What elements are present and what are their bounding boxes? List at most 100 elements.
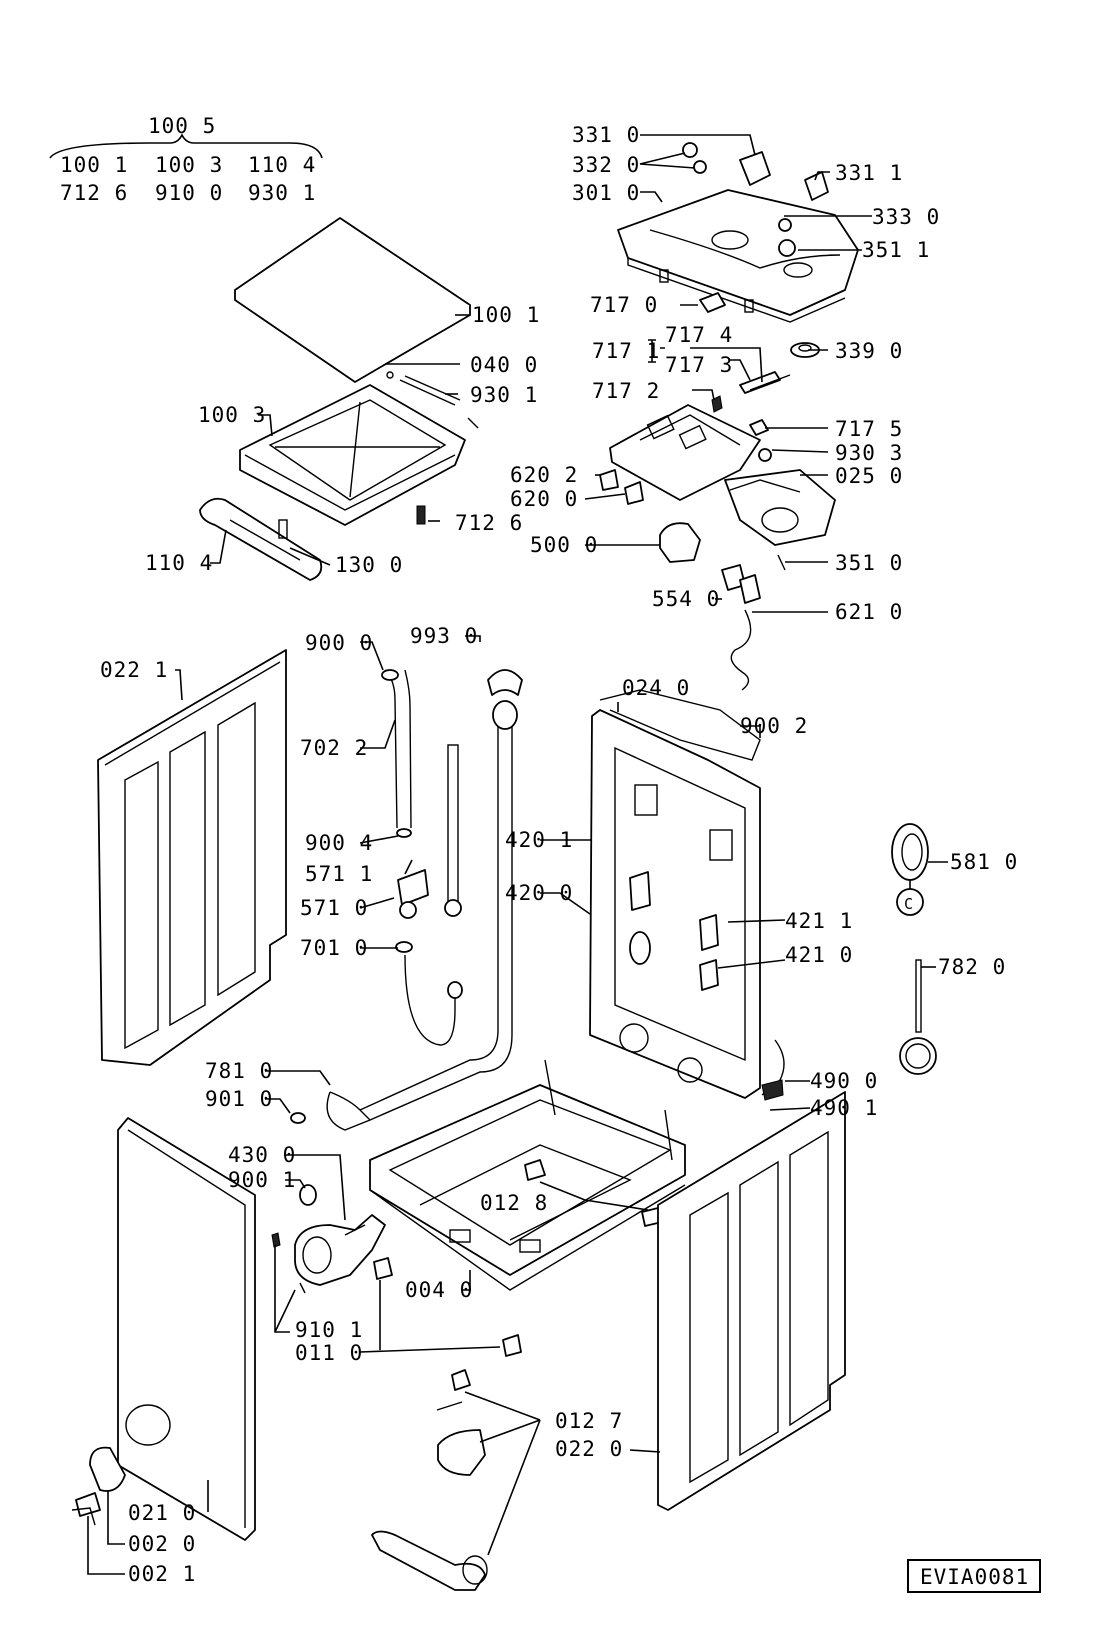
kit-row1-b: 100 3 xyxy=(155,153,223,177)
label-333-0: 333 0 xyxy=(872,205,940,229)
knob-parts xyxy=(682,142,829,257)
leaders-rear xyxy=(617,702,811,1111)
belt-part xyxy=(899,959,937,1075)
leaders-base xyxy=(359,1181,649,1353)
label-351-1: 351 1 xyxy=(862,238,930,262)
label-332-0: 332 0 xyxy=(572,153,640,177)
label-490-0: 490 0 xyxy=(810,1069,878,1093)
label-717-0: 717 0 xyxy=(590,293,658,317)
leaders-console xyxy=(639,134,872,251)
label-024-0: 024 0 xyxy=(622,676,690,700)
label-331-1: 331 1 xyxy=(835,161,903,185)
label-930-3: 930 3 xyxy=(835,441,903,465)
right-side-panel-part xyxy=(657,1091,846,1511)
leader-022-1 xyxy=(175,669,183,701)
label-620-2: 620 2 xyxy=(510,463,578,487)
switch-parts xyxy=(599,292,820,691)
label-717-2: 717 2 xyxy=(592,379,660,403)
label-021-0: 021 0 xyxy=(128,1501,196,1525)
svg-text:C: C xyxy=(904,895,914,913)
label-421-0: 421 0 xyxy=(785,943,853,967)
front-trim-part xyxy=(199,497,323,581)
label-130-0: 130 0 xyxy=(335,553,403,577)
drawing-code: EVIA0081 xyxy=(920,1565,1029,1589)
label-100-3: 100 3 xyxy=(198,403,266,427)
label-421-1: 421 1 xyxy=(785,909,853,933)
label-900-4: 900 4 xyxy=(305,831,373,855)
leaders-pump xyxy=(274,1154,346,1333)
clip-part xyxy=(416,505,426,525)
label-581-0: 581 0 xyxy=(950,850,1018,874)
label-781-0: 781 0 xyxy=(205,1059,273,1083)
console-panel-part xyxy=(617,189,859,323)
label-782-0: 782 0 xyxy=(938,955,1006,979)
pump-part xyxy=(271,1184,386,1294)
label-571-1: 571 1 xyxy=(305,862,373,886)
label-621-0: 621 0 xyxy=(835,600,903,624)
leaders-programmer xyxy=(584,304,829,613)
label-420-0: 420 0 xyxy=(505,881,573,905)
feet-parts xyxy=(373,1159,663,1357)
kit-header: 100 5 100 1 100 3 110 4 712 6 910 0 930 … xyxy=(49,114,323,205)
label-040-0: 040 0 xyxy=(470,353,538,377)
drawing-code-box: EVIA0081 xyxy=(907,1559,1041,1593)
kit-row1-c: 110 4 xyxy=(248,153,316,177)
label-100-1: 100 1 xyxy=(472,303,540,327)
label-712-6: 712 6 xyxy=(455,511,523,535)
leaders-front xyxy=(87,1480,209,1575)
label-012-8: 012 8 xyxy=(480,1191,548,1215)
label-500-0: 500 0 xyxy=(530,533,598,557)
label-554-0: 554 0 xyxy=(652,587,720,611)
label-022-0: 022 0 xyxy=(555,1437,623,1461)
label-900-1: 900 1 xyxy=(228,1168,296,1192)
motor-part xyxy=(724,469,836,546)
pulley-part: C xyxy=(891,823,948,916)
label-339-0: 339 0 xyxy=(835,339,903,363)
label-620-0: 620 0 xyxy=(510,487,578,511)
kit-row1-a: 100 1 xyxy=(60,153,128,177)
label-002-0: 002 0 xyxy=(128,1532,196,1556)
label-025-0: 025 0 xyxy=(835,464,903,488)
label-012-7: 012 7 xyxy=(555,1409,623,1433)
top-frame-part xyxy=(239,371,479,526)
programmer-part xyxy=(609,404,761,501)
label-901-0: 901 0 xyxy=(205,1087,273,1111)
leaders-top-left xyxy=(210,314,470,566)
door-parts xyxy=(371,1369,488,1591)
kit-row2-c: 930 1 xyxy=(248,181,316,205)
label-571-0: 571 0 xyxy=(300,896,368,920)
label-011-0: 011 0 xyxy=(295,1341,363,1365)
hinge-part xyxy=(278,519,288,539)
top-lid-part xyxy=(234,217,471,383)
label-993-0: 993 0 xyxy=(410,624,478,648)
label-331-0: 331 0 xyxy=(572,123,640,147)
label-910-1: 910 1 xyxy=(295,1318,363,1342)
label-301-0: 301 0 xyxy=(572,181,640,205)
front-panel-part xyxy=(71,1117,256,1541)
bracket-717 xyxy=(648,339,656,363)
hose-parts xyxy=(290,669,523,1131)
leaders-012-7 xyxy=(464,1391,541,1556)
rear-panel-part xyxy=(589,689,785,1101)
label-717-4: 717 4 xyxy=(665,323,733,347)
label-900-2: 900 2 xyxy=(740,714,808,738)
label-900-0: 900 0 xyxy=(305,631,373,655)
label-717-1: 717 1 xyxy=(592,339,660,363)
label-490-1: 490 1 xyxy=(810,1096,878,1120)
leader-022-0 xyxy=(629,1449,661,1453)
left-side-panel-part xyxy=(97,649,287,1066)
kit-brace xyxy=(49,133,323,159)
label-002-1: 002 1 xyxy=(128,1562,196,1586)
label-717-5: 717 5 xyxy=(835,417,903,441)
label-110-4: 110 4 xyxy=(145,551,213,575)
label-022-1: 022 1 xyxy=(100,658,168,682)
label-420-1: 420 1 xyxy=(505,828,573,852)
kit-row2-a: 712 6 xyxy=(60,181,128,205)
label-351-0: 351 0 xyxy=(835,551,903,575)
label-430-0: 430 0 xyxy=(228,1143,296,1167)
label-702-2: 702 2 xyxy=(300,736,368,760)
label-717-3: 717 3 xyxy=(665,353,733,377)
kit-row2-b: 910 0 xyxy=(155,181,223,205)
label-930-1: 930 1 xyxy=(470,383,538,407)
